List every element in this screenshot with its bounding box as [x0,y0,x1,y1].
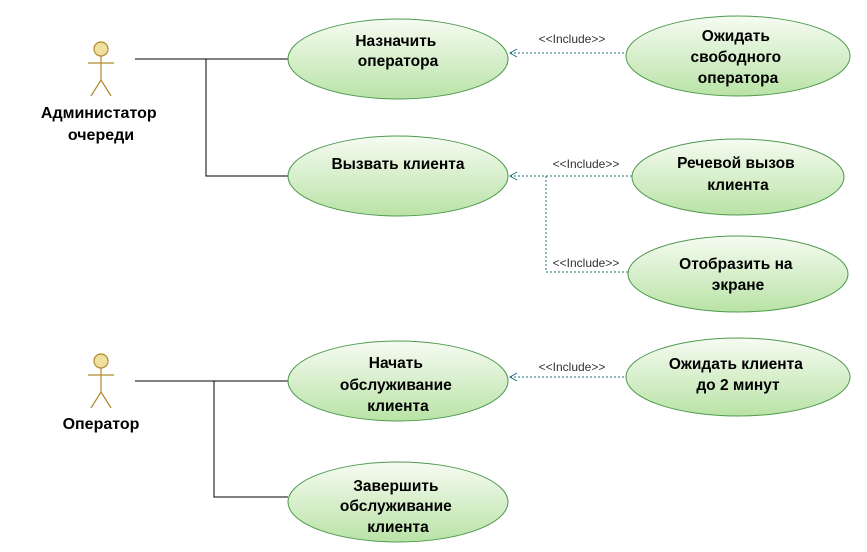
usecase-display[interactable]: Отобразить на экране [627,235,849,313]
include-line-display [545,176,628,273]
usecase-assign-line1: Назначить [355,33,436,50]
usecase-voice-call[interactable]: Речевой вызов клиента [631,138,845,216]
include-label-3: <<Include>> [553,256,620,270]
usecase-finish-label: Завершить обслуживание клиента [340,478,456,536]
admin-associations [135,58,288,177]
actor-admin[interactable]: Администатор очереди [41,41,161,144]
include-label-4: <<Include>> [539,360,606,374]
usecase-wait-free-line1: Ожидать [702,28,770,45]
include-arrow-call [508,171,518,181]
actor-operator[interactable]: Оператор [63,353,140,433]
usecase-call[interactable]: Вызвать клиента [287,135,509,217]
usecase-voice-call-line1: Речевой вызов [677,155,795,172]
usecase-start[interactable]: Начать обслуживание клиента [287,340,509,422]
usecase-finish-line3: клиента [367,519,429,536]
usecase-wait-client-line1: Ожидать клиента [669,356,803,373]
assoc-admin-call [205,59,288,177]
usecase-wait-client[interactable]: Ожидать клиента до 2 минут [625,337,851,417]
operator-associations [135,380,288,498]
usecase-start-line2: обслуживание [340,377,452,394]
actor-admin-label-line2: очереди [68,127,134,144]
include-label-2: <<Include>> [553,157,620,171]
stick-figure-icon [88,353,114,409]
actor-operator-label-line1: Оператор [63,416,140,433]
usecase-wait-free-label: Ожидать свободного оператора [691,28,786,87]
usecase-assign-line2: оператора [358,53,439,70]
usecase-finish-line1: Завершить [353,478,438,495]
include-arrow-start [508,372,518,382]
usecase-call-line1: Вызвать клиента [331,156,464,173]
usecase-start-label: Начать обслуживание клиента [340,355,456,415]
usecase-voice-call-line2: клиента [707,177,769,194]
usecase-finish-line2: обслуживание [340,498,452,515]
usecase-assign[interactable]: Назначить оператора [287,18,509,100]
stick-figure-icon [88,41,114,97]
usecase-wait-free-line3: оператора [698,70,779,87]
usecase-start-line3: клиента [367,398,429,415]
actor-admin-label: Администатор очереди [41,105,161,144]
usecase-wait-free-line2: свободного [691,49,782,66]
usecase-wait-client-line2: до 2 минут [696,377,780,394]
include-relations: <<Include>> <<Include>> <<Include>> <<In… [508,32,632,382]
usecase-wait-client-label: Ожидать клиента до 2 минут [669,356,807,394]
usecase-display-line1: Отобразить на [679,256,793,273]
usecase-start-line1: Начать [369,355,423,372]
include-arrow-assign [508,48,518,58]
actor-operator-label: Оператор [63,416,140,433]
usecase-assign-label: Назначить оператора [355,33,440,70]
include-label-1: <<Include>> [539,32,606,46]
usecase-voice-call-label: Речевой вызов клиента [677,155,799,194]
usecase-display-label: Отобразить на экране [679,256,797,294]
usecase-call-label: Вызвать клиента [331,156,464,173]
usecase-finish[interactable]: Завершить обслуживание клиента [287,461,509,543]
actor-admin-label-line1: Администатор [41,105,157,122]
usecase-display-line2: экране [712,277,765,294]
assoc-operator-finish [213,381,288,498]
usecase-wait-free[interactable]: Ожидать свободного оператора [625,15,851,97]
